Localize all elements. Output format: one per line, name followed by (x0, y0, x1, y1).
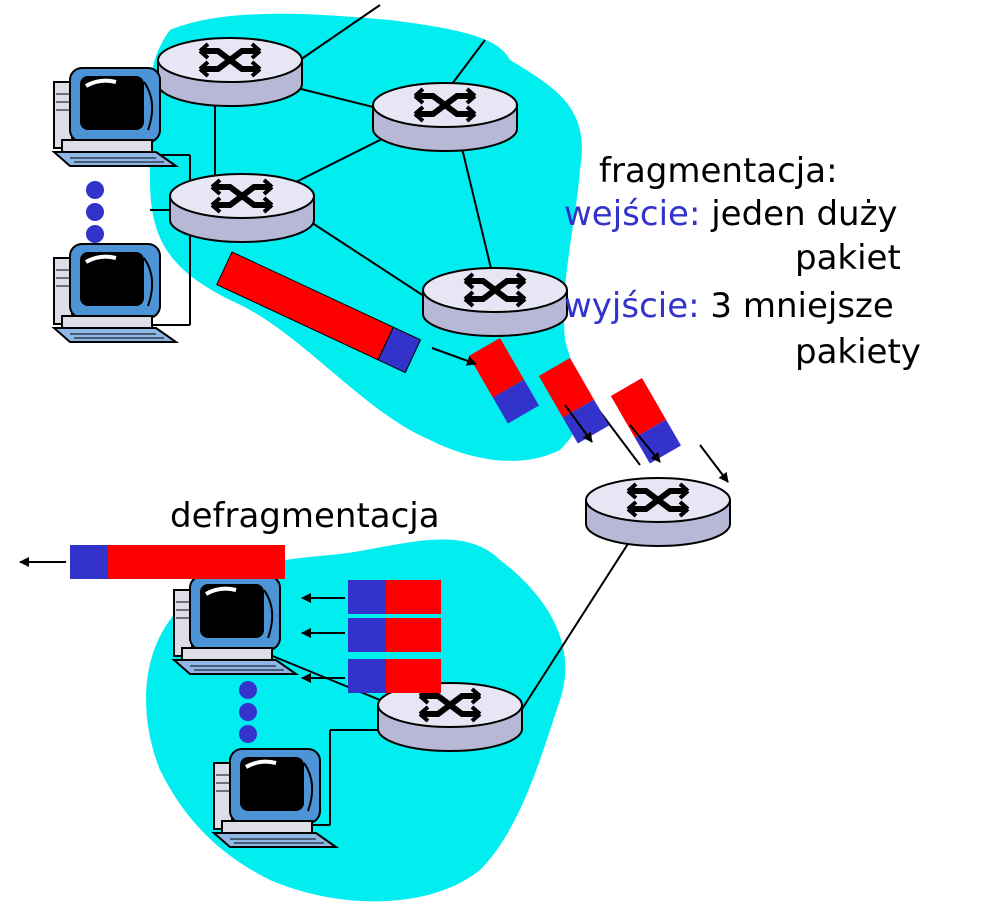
router-icon (170, 174, 314, 242)
ellipsis-dots-icon (239, 681, 257, 743)
input-description: jeden duży (711, 194, 898, 234)
ellipsis-dots-icon (86, 181, 104, 243)
fragmentation-title: fragmentacja: (599, 151, 838, 191)
arriving-fragment-3 (348, 659, 441, 693)
router-icon (586, 478, 730, 546)
fragmentation-output-line: wyjście: 3 mniejsze (564, 286, 894, 326)
output-keyword: wyjście: (564, 286, 700, 326)
fragment-packet-1 (468, 338, 539, 424)
input-keyword: wejście: (564, 194, 701, 234)
router-icon (158, 38, 302, 106)
fragment-packet-3 (610, 378, 681, 464)
reassembled-packet (70, 545, 285, 579)
router-icon (373, 83, 517, 151)
fragmentation-input-line: wejście: jeden duży (564, 194, 898, 234)
fragmentation-output-line-2: pakiety (795, 332, 921, 372)
computer-icon (52, 242, 178, 344)
arrow-icon (19, 347, 729, 683)
fragment-packet-2 (538, 358, 609, 444)
fragmentation-input-line-2: pakiet (795, 238, 901, 278)
defragmentation-title: defragmentacja (170, 496, 440, 536)
output-description: 3 mniejsze (710, 286, 894, 326)
arriving-fragment-1 (348, 580, 441, 614)
router-icon (423, 268, 567, 336)
arriving-fragment-2 (348, 618, 441, 652)
large-packet (216, 251, 422, 374)
router-icon (378, 683, 522, 751)
